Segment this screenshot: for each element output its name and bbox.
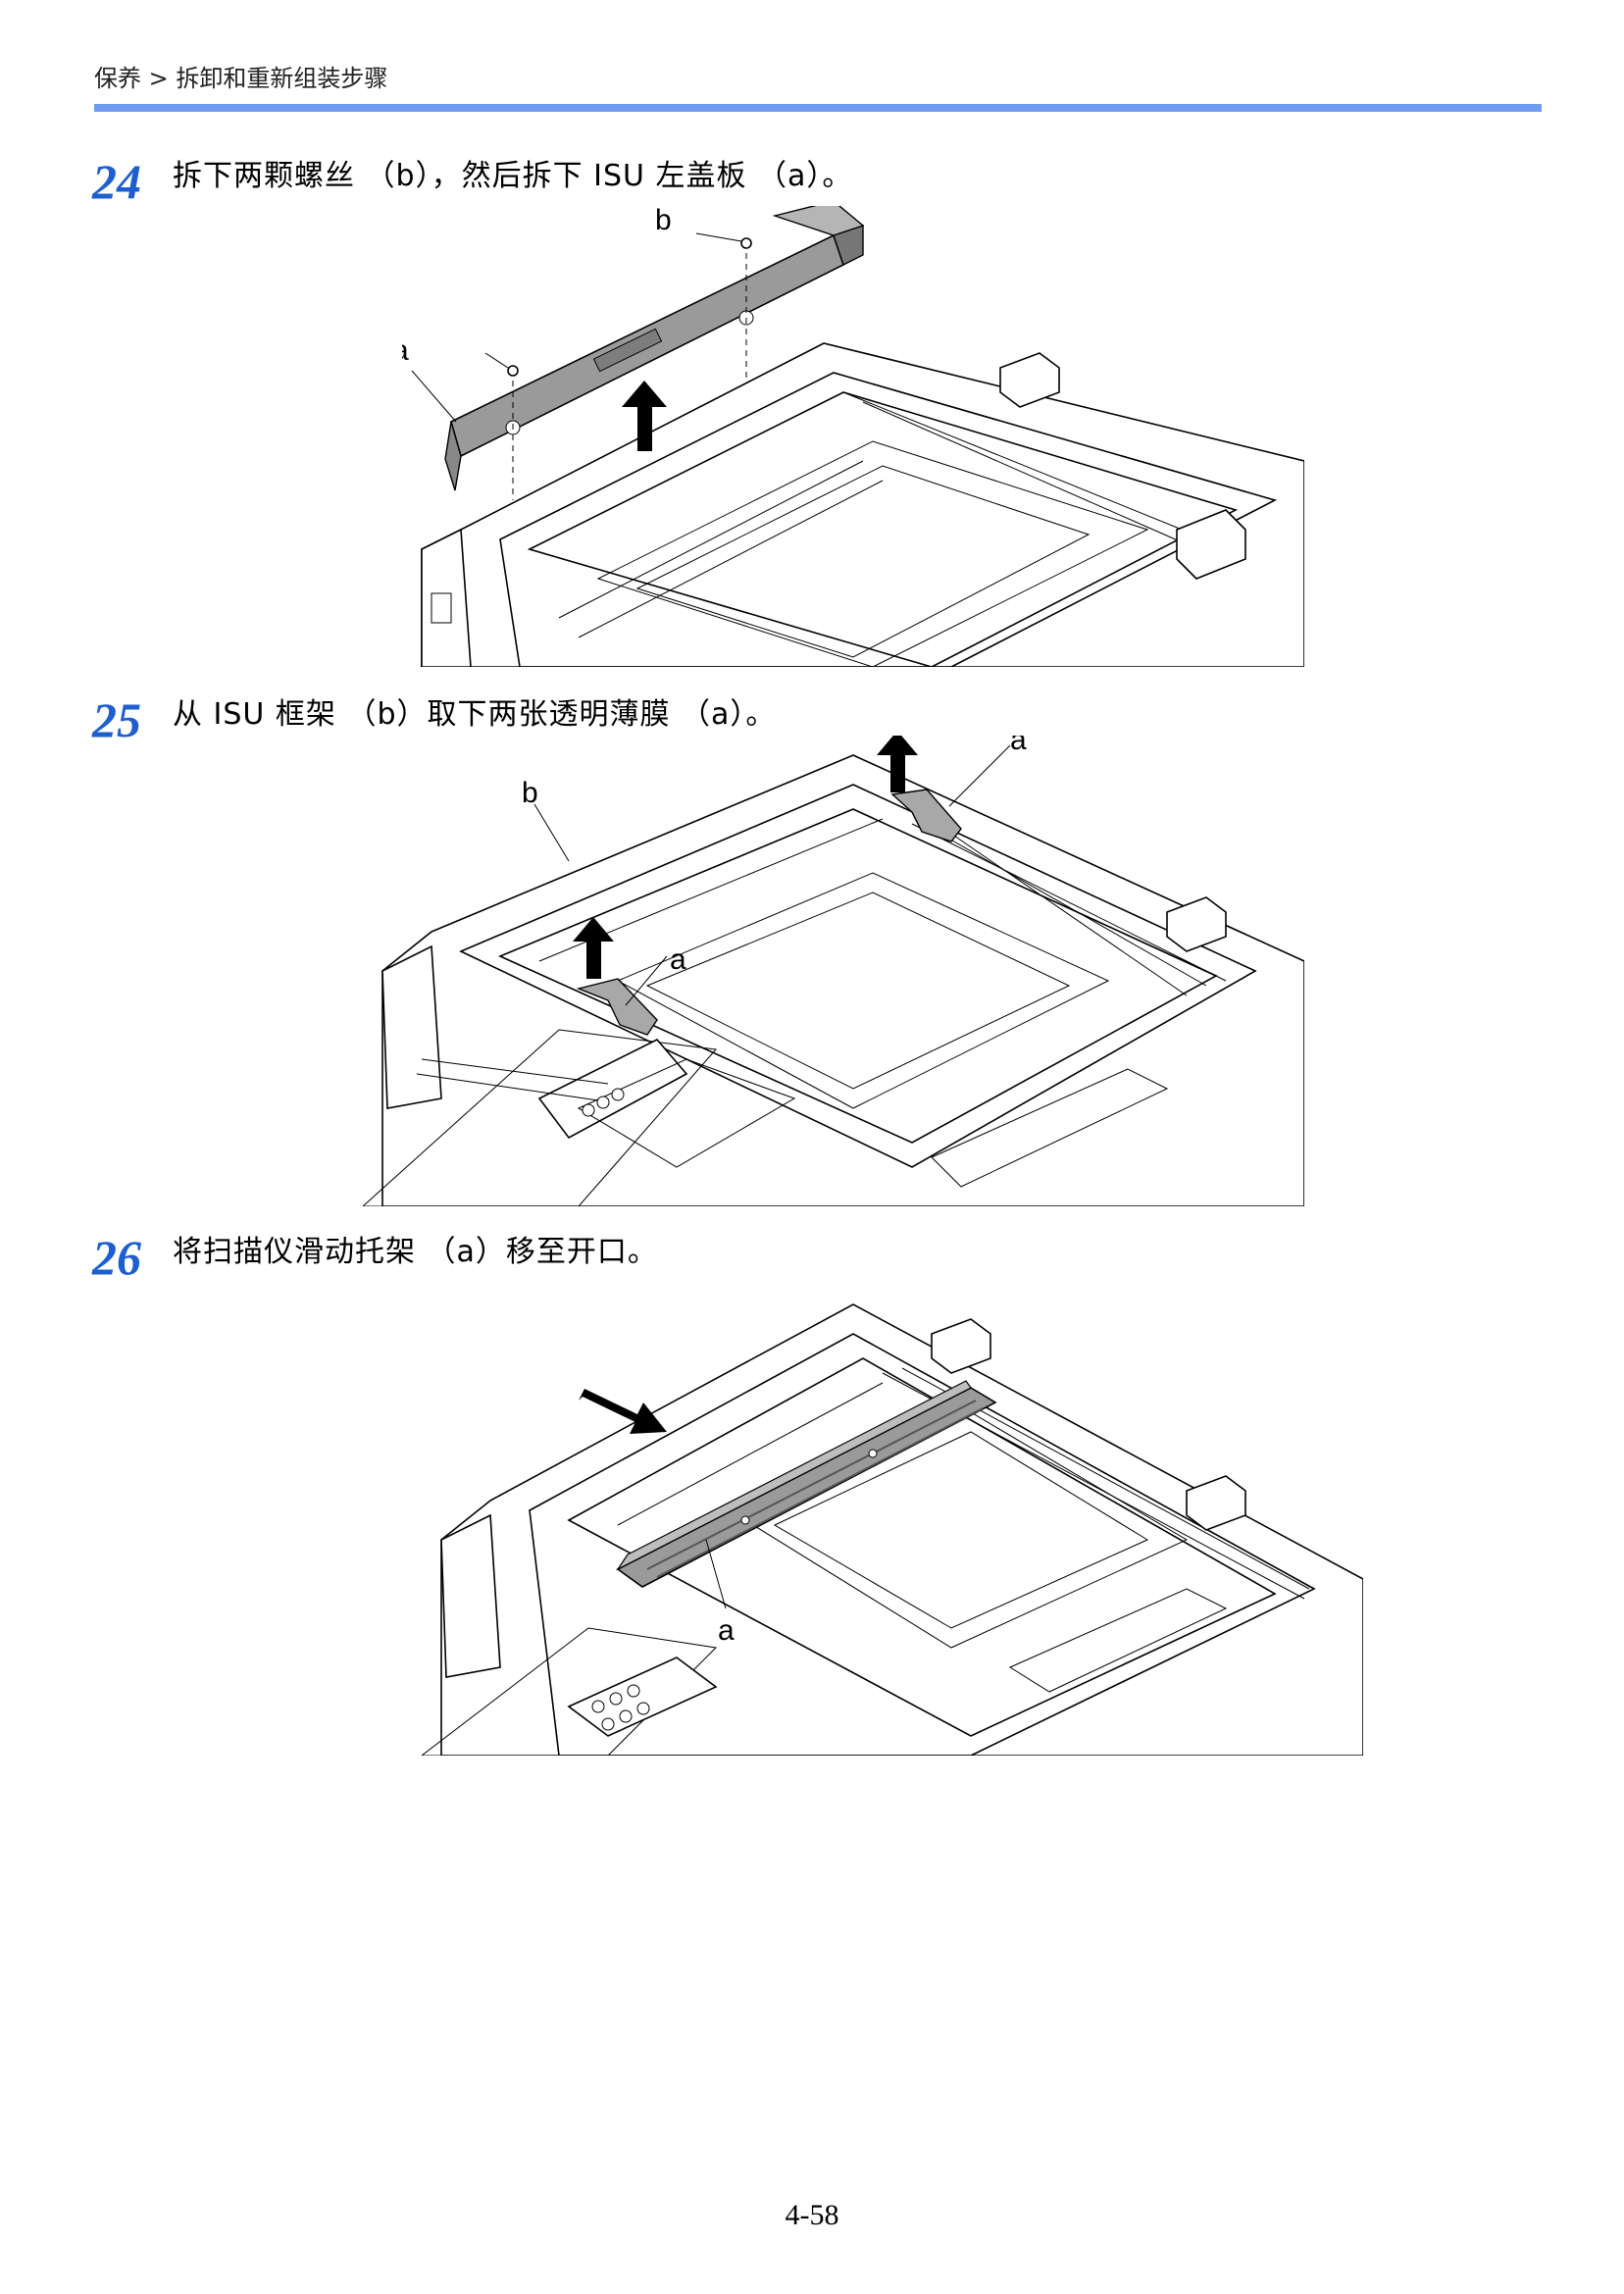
- scanner-body: [440, 1303, 1363, 1756]
- step-24: 24 拆下两颗螺丝 （b），然后拆下 ISU 左盖板 （a）。: [92, 153, 852, 210]
- figure-step-25: a a b: [363, 736, 1304, 1206]
- callout-a: a: [718, 1614, 735, 1647]
- step-instruction: 从 ISU 框架 （b）取下两张透明薄膜 （a）。: [173, 697, 777, 732]
- callout-a: a: [1010, 736, 1027, 756]
- step-25: 25 从 ISU 框架 （b）取下两张透明薄膜 （a）。: [92, 691, 776, 748]
- step-number: 26: [92, 1230, 141, 1285]
- step-instruction: 将扫描仪滑动托架 （a）移至开口。: [173, 1235, 658, 1269]
- step-26: 26 将扫描仪滑动托架 （a）移至开口。: [92, 1229, 658, 1286]
- lift-arrow: [877, 736, 918, 792]
- figure-step-24: b a: [402, 206, 1304, 667]
- transparent-film: [576, 978, 658, 1036]
- step-number: 25: [92, 692, 141, 747]
- step-instruction: 拆下两颗螺丝 （b），然后拆下 ISU 左盖板 （a）。: [173, 159, 853, 193]
- page-number: 4-58: [785, 2199, 839, 2231]
- callout-b: b: [655, 206, 672, 236]
- step-number: 24: [92, 154, 141, 209]
- callout-a: a: [670, 943, 686, 976]
- callout-a: a: [402, 334, 409, 367]
- lift-arrow: [573, 917, 614, 979]
- transparent-film: [890, 789, 962, 842]
- breadcrumb: 保养 > 拆卸和重新组装步骤: [94, 65, 388, 92]
- lift-arrow: [622, 381, 667, 451]
- screw-b: [740, 237, 752, 249]
- header-rule: [94, 104, 1542, 112]
- figure-step-26: a: [422, 1275, 1363, 1756]
- callout-b: b: [522, 777, 538, 809]
- slide-arrow: [579, 1389, 667, 1434]
- screw-b: [507, 365, 519, 377]
